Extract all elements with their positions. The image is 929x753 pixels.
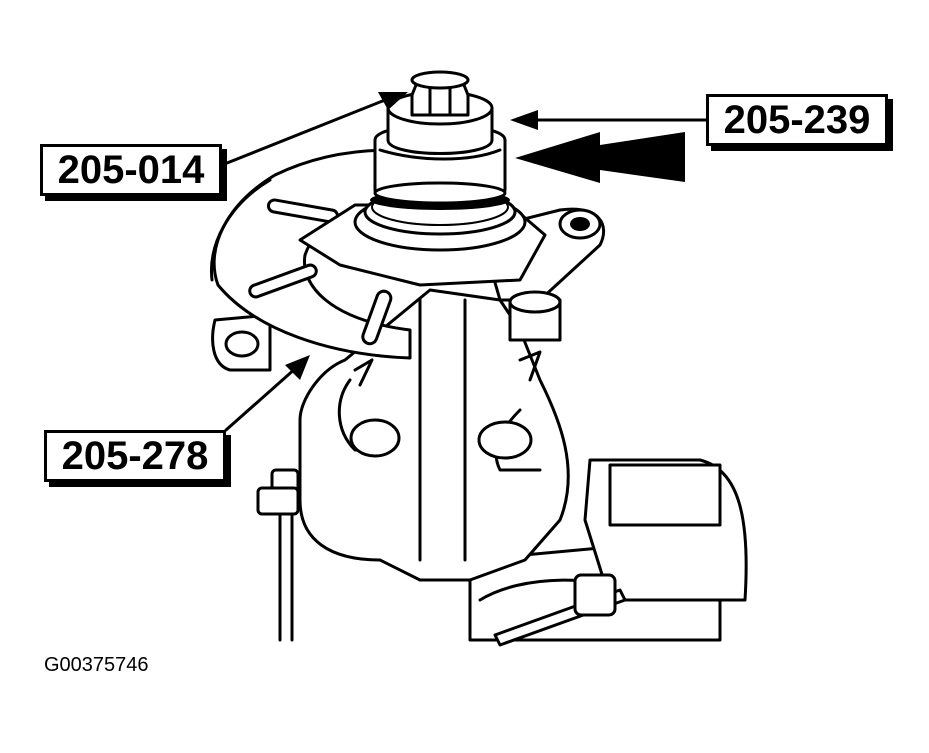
leader-arrow-icon	[285, 355, 310, 380]
leader-205-239	[510, 110, 708, 130]
leader-205-278	[224, 355, 310, 432]
leader-arrow-icon	[510, 110, 538, 130]
callout-205-014: 205-014	[40, 144, 222, 196]
left-stud	[256, 468, 300, 642]
callout-205-278: 205-278	[44, 430, 226, 482]
press-force-arrow-icon	[515, 132, 685, 183]
callout-205-239: 205-239	[706, 94, 888, 146]
dust-shield	[210, 148, 412, 360]
leader-205-014	[220, 92, 408, 167]
left-ear	[211, 313, 272, 372]
knuckle-body	[298, 288, 570, 582]
tool-205-014-bolt	[410, 70, 470, 117]
tommy-bar	[493, 573, 627, 647]
figure-id: G00375746	[44, 654, 149, 676]
leader-arrow-icon	[378, 92, 408, 110]
